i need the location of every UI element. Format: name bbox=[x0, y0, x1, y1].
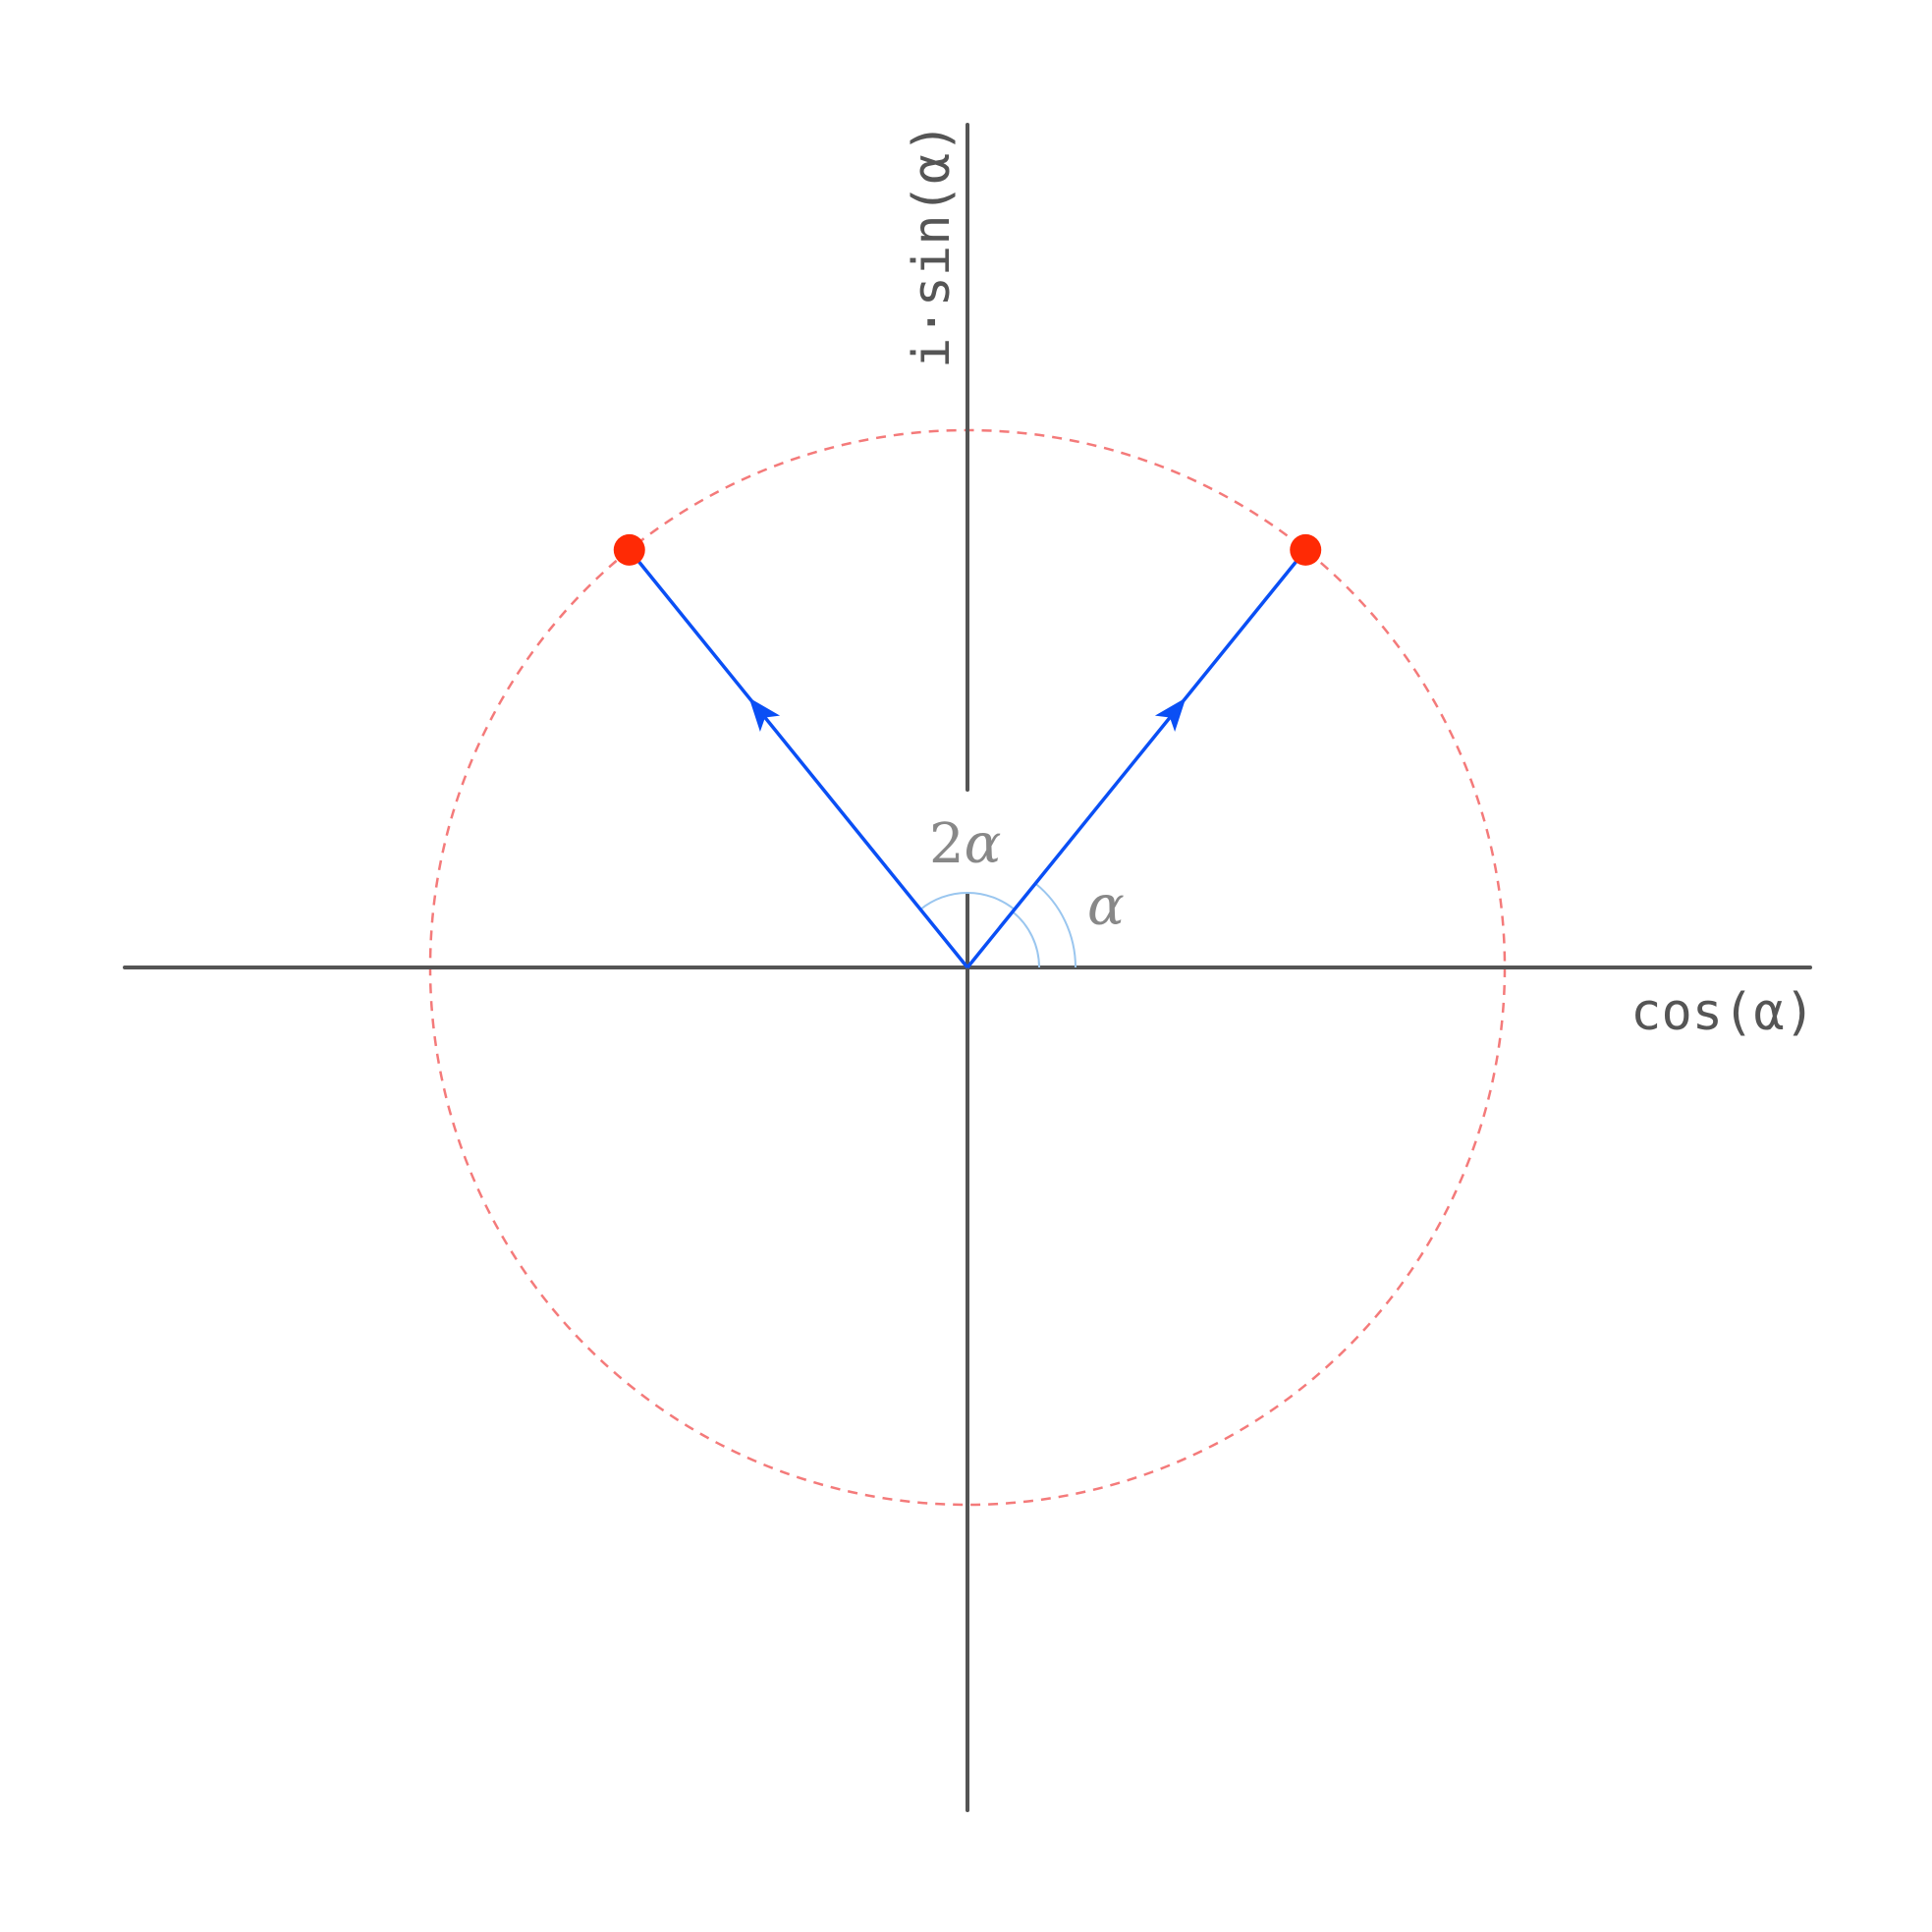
angle-label-2alpha-symbol: α bbox=[965, 812, 1002, 876]
angle-label-alpha: α bbox=[1087, 874, 1125, 938]
vector-alpha-arrowhead bbox=[1154, 697, 1187, 732]
angle-arc-2alpha bbox=[919, 892, 1016, 911]
angle-arc-alpha bbox=[1034, 882, 1076, 968]
vector-2alpha-arrowhead bbox=[748, 697, 781, 732]
y-axis-label: i·sin(α) bbox=[903, 123, 962, 368]
vectors bbox=[613, 533, 1322, 969]
vector-2alpha-endpoint bbox=[613, 533, 645, 566]
angle-label-2alpha-number: 2 bbox=[929, 812, 965, 876]
angle-arc-2alpha-inner bbox=[1012, 911, 1040, 968]
x-axis-label: cos(α) bbox=[1630, 983, 1815, 1042]
vector-alpha-endpoint bbox=[1290, 533, 1322, 566]
angle-label-2alpha: 2α bbox=[929, 812, 1001, 876]
vector-2alpha-line bbox=[628, 548, 969, 969]
vector-alpha-line bbox=[966, 548, 1307, 969]
